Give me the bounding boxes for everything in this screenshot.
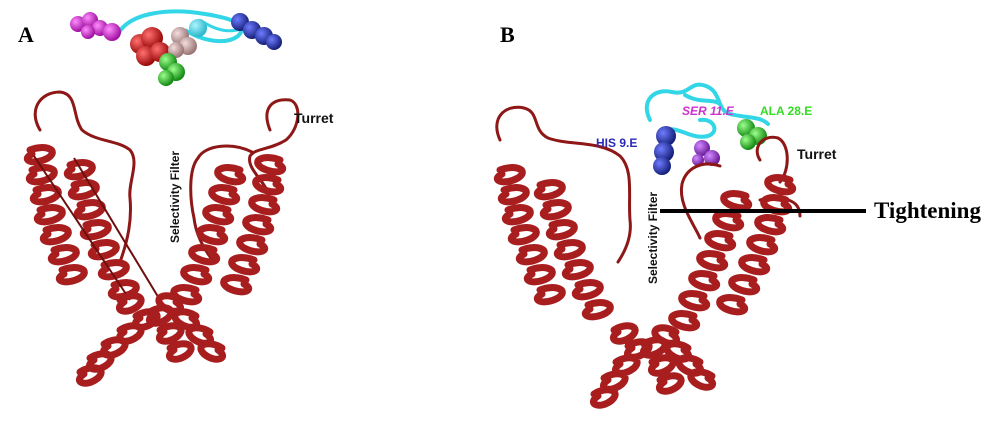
panel-letter-a: A — [18, 22, 34, 47]
panel-b-structure — [493, 82, 866, 409]
helix-bottom-a — [75, 292, 227, 387]
tightening-label: Tightening — [874, 198, 981, 223]
green-atoms-a — [158, 53, 185, 86]
red-atoms-a — [130, 27, 170, 66]
helix-bottom-b — [589, 322, 717, 409]
selectivity-filter-label-a: Selectivity Filter — [168, 150, 182, 243]
cyan-atom-a — [189, 19, 207, 37]
helix-bundle-right-b — [668, 174, 797, 332]
residue-label-his: HIS 9.E — [596, 136, 638, 150]
magenta-atoms-a — [70, 12, 121, 41]
toxin-backbone-a — [116, 9, 244, 44]
pink-atoms-a — [168, 27, 197, 58]
purple-atoms-b — [692, 140, 720, 166]
residue-label-ala: ALA 28.E — [760, 104, 813, 118]
channel-loops-a — [33, 90, 300, 264]
toxin-backbone-b — [644, 82, 770, 139]
helix-bundle-left-a — [23, 144, 140, 301]
green-atoms-b — [737, 119, 767, 150]
blue-atoms-a — [231, 13, 282, 50]
helix-bundle-right-a — [170, 154, 287, 306]
blue-atoms-b — [653, 126, 676, 175]
turret-label-b: Turret — [797, 146, 837, 162]
turret-label-a: Turret — [294, 110, 334, 126]
panel-letter-b: B — [500, 22, 515, 47]
selectivity-filter-label-b: Selectivity Filter — [646, 191, 660, 284]
residue-label-ser: SER 11.E — [682, 104, 734, 118]
helix-bundle-left-b — [493, 164, 614, 321]
helix-edges-left-a — [33, 155, 161, 301]
panel-a-structure — [23, 9, 300, 387]
